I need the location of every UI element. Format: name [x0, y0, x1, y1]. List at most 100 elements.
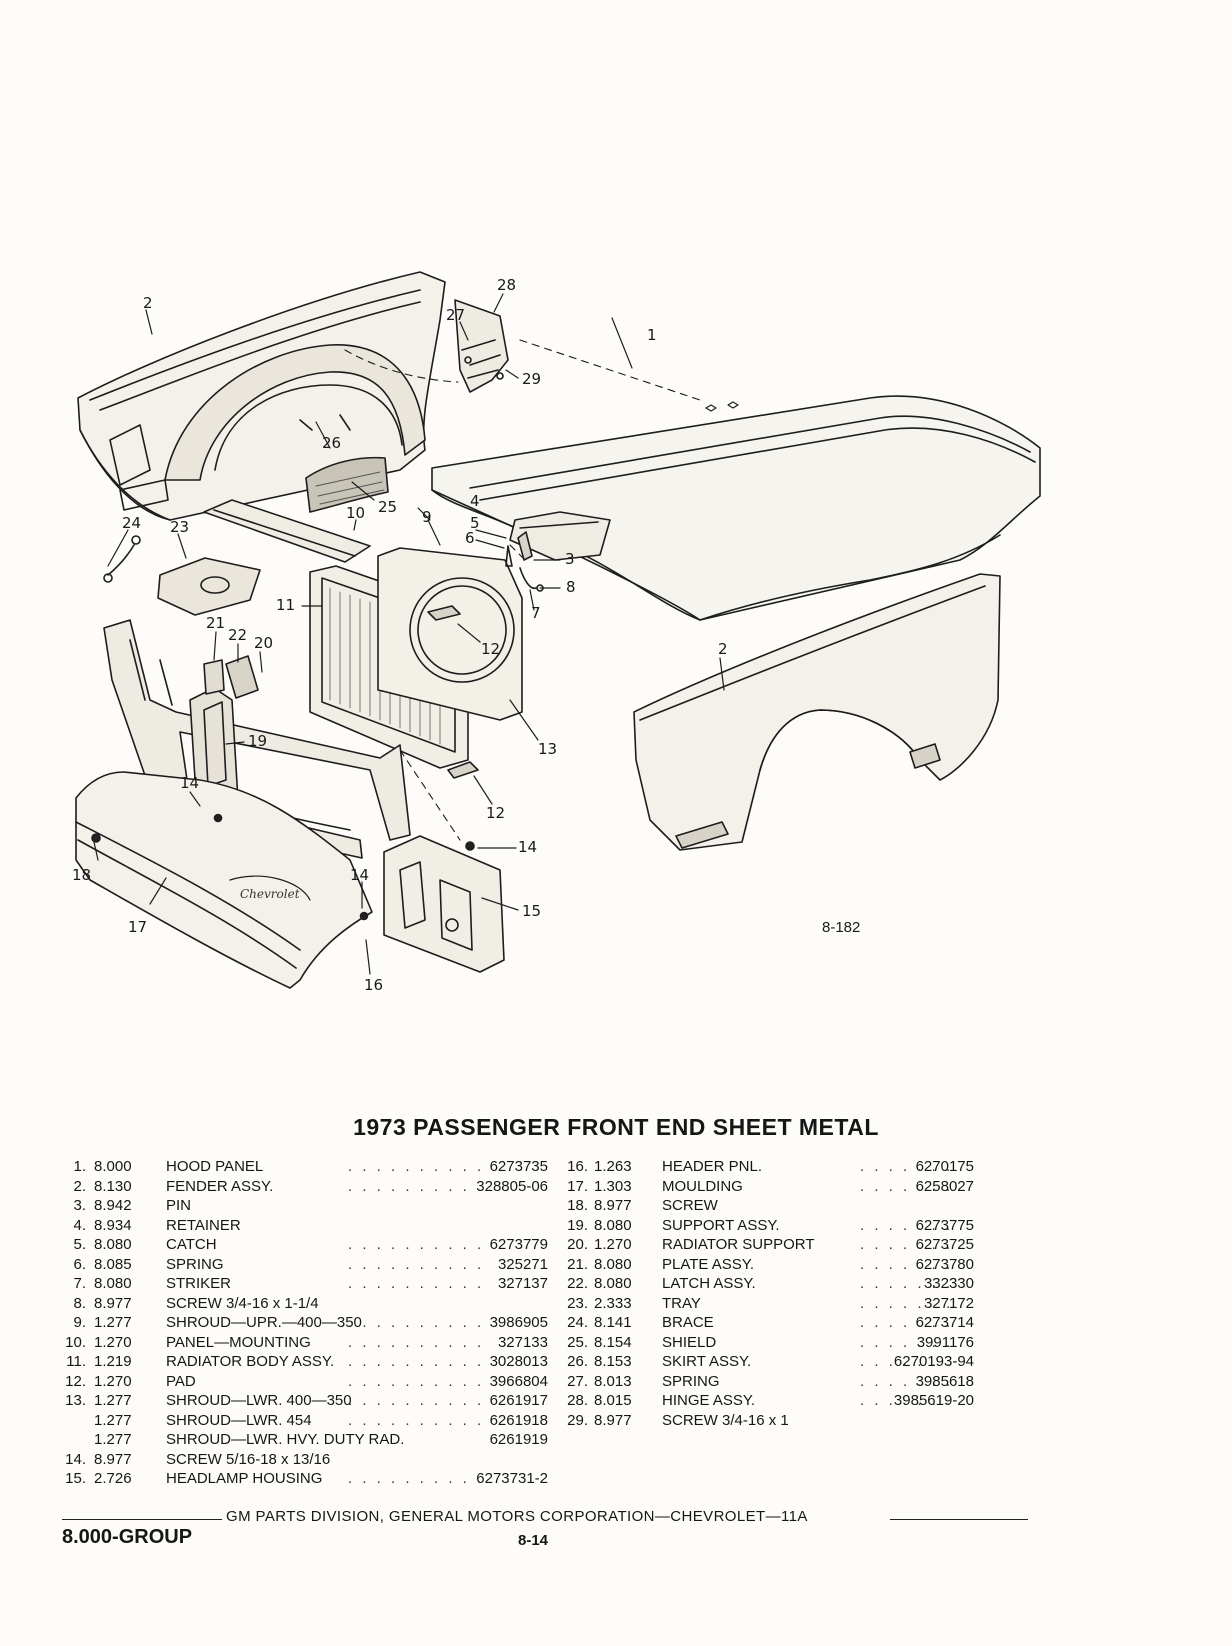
part-number: 6270193-94 [893, 1353, 974, 1370]
footer-rule-left [62, 1519, 222, 1520]
part-number: 327133 [497, 1333, 548, 1351]
part-description: PANEL—MOUNTING [166, 1333, 311, 1351]
part-description: HEADLAMP HOUSING [166, 1470, 323, 1487]
part-number: 6273779 [489, 1236, 548, 1253]
part-number: 6273735 [489, 1158, 548, 1175]
item-number: 10. [65, 1333, 86, 1351]
item-number: 29. [567, 1411, 588, 1429]
svg-text:17: 17 [128, 918, 147, 936]
group-number: 8.942 [94, 1197, 132, 1214]
part-description: STRIKER [166, 1275, 232, 1292]
part-description: SHROUD—LWR. HVY. DUTY RAD. [166, 1431, 405, 1448]
group-number: 1.270 [94, 1372, 132, 1390]
group-number: 1.270 [594, 1236, 632, 1253]
part-number: 328805-06 [476, 1177, 548, 1195]
skirt-assy [164, 344, 426, 481]
item-number: 11. [66, 1353, 86, 1370]
part-description: RETAINER [166, 1216, 241, 1234]
right-fender [633, 573, 1001, 851]
part-number: 3985618 [915, 1372, 974, 1390]
svg-text:1: 1 [647, 326, 657, 344]
svg-text:7: 7 [531, 604, 541, 622]
group-number: 8.080 [94, 1236, 132, 1253]
item-number: 6. [73, 1255, 86, 1273]
svg-text:28: 28 [497, 276, 516, 294]
headlamp-housing [383, 835, 505, 973]
svg-text:14: 14 [180, 774, 199, 792]
dot-leader: . . . . . . . . . . . . . . . . . . . . [860, 1372, 960, 1390]
group-number: 2.726 [94, 1470, 132, 1487]
group-number: 1.277 [94, 1411, 132, 1429]
hinge-assy [454, 299, 509, 393]
svg-text:4: 4 [470, 492, 480, 510]
dot-leader: . . . . . . . . . . . . . . . . . . . . [860, 1333, 960, 1351]
svg-text:13: 13 [538, 740, 557, 758]
group-number: 8.085 [94, 1255, 132, 1273]
svg-text:10: 10 [346, 504, 365, 522]
dot-leader: . . . . . . . . . . . . . . . . . . . . [860, 1294, 960, 1312]
radiator-pad-upper [427, 605, 461, 621]
dot-leader: . . . . . . . . . . . . . . . . . . . . [348, 1158, 488, 1175]
dot-leader: . . . . . . . . . . . . . . . . . . . . [860, 1255, 960, 1273]
callout-labels: 1 2 2 3 4 5 6 7 8 9 10 11 12 12 13 14 14… [72, 276, 728, 994]
item-number: 13. [65, 1392, 86, 1409]
item-number: 27. [567, 1372, 588, 1390]
item-number: 20. [567, 1236, 588, 1253]
page-number: 8-14 [518, 1532, 549, 1549]
item-number: 16. [567, 1158, 588, 1175]
group-number: 8.141 [594, 1314, 632, 1331]
item-number: 8. [73, 1294, 86, 1312]
item-number: 25. [567, 1333, 588, 1351]
dot-leader: . . . . . . . . . . . . . . . . . . . . [348, 1392, 488, 1409]
dot-leader: . . . . . . . . . . . . . . . . . . . . [348, 1275, 488, 1292]
svg-text:11: 11 [276, 596, 295, 614]
part-number: 327172 [923, 1294, 974, 1312]
item-number: 19. [567, 1216, 588, 1234]
svg-text:12: 12 [486, 804, 505, 822]
dot-leader: . . . . . . . . . . . . . . . . . . . . [348, 1177, 488, 1195]
svg-text:14: 14 [350, 866, 369, 884]
part-number: 3028013 [489, 1353, 548, 1370]
latch-plate [157, 557, 261, 616]
shield [305, 456, 389, 513]
svg-text:5: 5 [470, 514, 480, 532]
svg-text:14: 14 [518, 838, 537, 856]
item-number: 14. [65, 1450, 86, 1468]
part-number: 6261918 [489, 1411, 548, 1429]
hood-latch-tray [509, 511, 611, 561]
group-number: 1.219 [94, 1353, 132, 1370]
svg-text:12: 12 [481, 640, 500, 658]
part-number: 327137 [497, 1275, 548, 1292]
svg-text:8: 8 [566, 578, 576, 596]
svg-text:2: 2 [143, 294, 153, 312]
group-number: 1.277 [94, 1431, 132, 1448]
svg-text:29: 29 [522, 370, 541, 388]
item-number: 2. [73, 1177, 86, 1195]
page-title: 1973 PASSENGER FRONT END SHEET METAL [353, 1114, 879, 1140]
group-number: 8.015 [594, 1392, 632, 1409]
part-description: SHROUD—LWR. 400—350 [166, 1392, 352, 1409]
dot-leader: . . . . . . . . . . . . . . . . . . . . [860, 1177, 960, 1195]
item-number: 9. [73, 1314, 86, 1331]
part-number: 6261919 [489, 1431, 548, 1448]
dot-leader: . . . . . . . . . . . . . . . . . . . . [348, 1353, 488, 1370]
svg-text:18: 18 [72, 866, 91, 884]
group-number: 8.977 [594, 1197, 632, 1214]
left-fender [77, 271, 446, 521]
part-description: SUPPORT ASSY. [662, 1216, 780, 1234]
group-number: 8.000 [94, 1158, 132, 1175]
part-number: 6273731-2 [476, 1470, 548, 1487]
item-number: 3. [73, 1197, 86, 1214]
item-number: 17. [567, 1177, 588, 1195]
part-description: HOOD PANEL [166, 1158, 264, 1175]
